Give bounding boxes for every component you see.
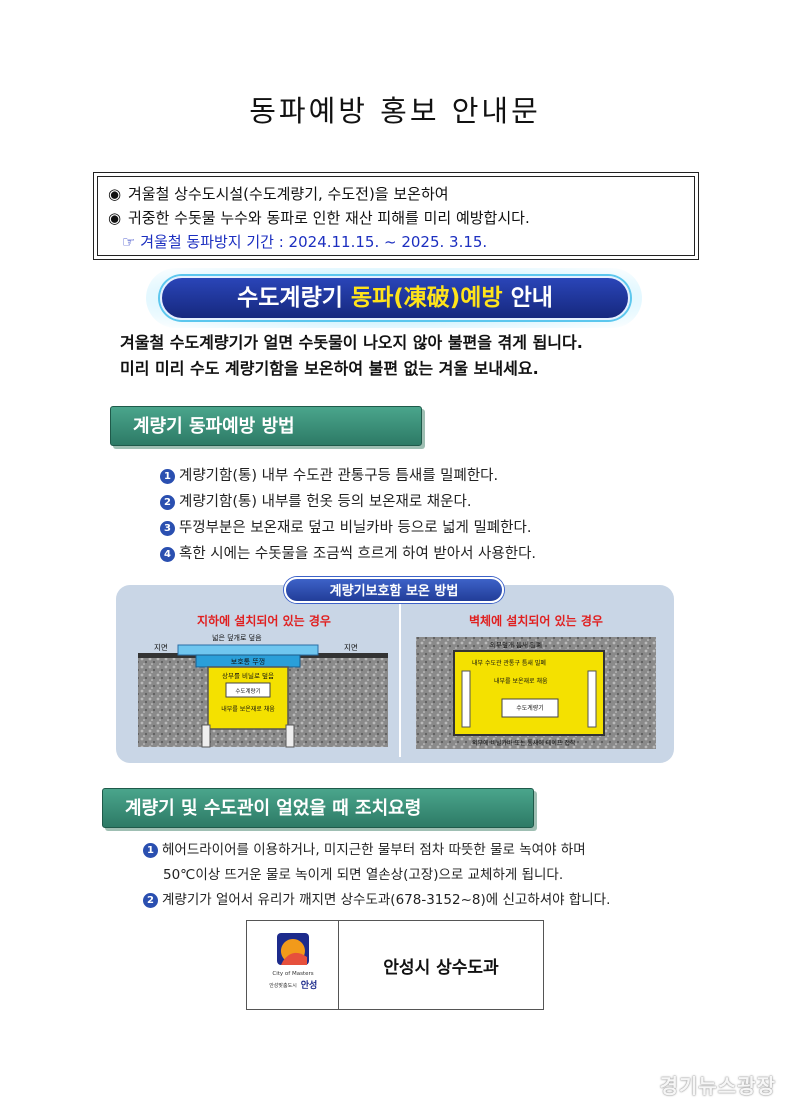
intro-text: 겨울철 수도계량기가 얼면 수돗물이 나오지 않아 불편을 겪게 됩니다. 미리… (120, 330, 583, 382)
city-logo: City of Masters 안성맞춤도시 안성 (247, 921, 339, 1009)
banner-highlight: 동파(凍破)예방 (350, 285, 503, 311)
response-header: 계량기 및 수도관이 얼었을 때 조치요령 (102, 788, 534, 828)
notice-box: ◉ 겨울철 상수도시설(수도계량기, 수도전)을 보온하여 ◉ 귀중한 수돗물 누수… (93, 172, 699, 260)
number-1-icon: 1 (160, 469, 175, 484)
diagram-title: 계량기보호함 보온 방법 (284, 577, 504, 603)
ground-label-right: 지면 (344, 642, 358, 652)
left-label-meter: 수도계량기 (235, 687, 260, 695)
right-label-fill: 내부를 보온재로 채움 (494, 677, 548, 685)
diagram-panel: 지하에 설치되어 있는 경우 지면 지면 넓은 덮개로 덮음 보호통 뚜껑 상부… (116, 585, 674, 763)
left-label-top: 넓은 덮개로 덮음 (212, 633, 262, 642)
left-label-vinyl: 상부를 비닐로 덮음 (222, 671, 274, 680)
banner-text: 안내 (502, 285, 553, 311)
notice-line: ◉ 겨울철 상수도시설(수도계량기, 수도전)을 보온하여 (108, 182, 686, 206)
department-name: 안성시 상수도과 (383, 957, 499, 978)
watermark: 경기뉴스광장 (659, 1074, 776, 1098)
left-caption: 지하에 설치되어 있는 경우 (197, 613, 331, 628)
number-2-icon: 2 (143, 893, 158, 908)
footer-box: City of Masters 안성맞춤도시 안성 안성시 상수도과 (246, 920, 544, 1010)
right-label-top: 외부덮개 틈새 밀폐 (490, 640, 542, 649)
bullet-icon: ◉ (108, 209, 122, 227)
number-3-icon: 3 (160, 521, 175, 536)
intro-line: 미리 미리 수도 계량기함을 보온하여 불편 없는 겨울 보내세요. (120, 359, 539, 378)
meter-box-left (207, 666, 289, 730)
banner-text: 수도계량기 (237, 285, 351, 311)
number-2-icon: 2 (160, 495, 175, 510)
notice-text: 겨울철 상수도시설(수도계량기, 수도전)을 보온하여 (128, 185, 449, 203)
number-1-icon: 1 (143, 843, 158, 858)
bullet-icon: ◉ (108, 185, 122, 203)
ground-label-left: 지면 (154, 642, 168, 652)
left-label-lid: 보호통 뚜껑 (231, 658, 265, 666)
left-label-fill: 내부를 보온재로 채움 (221, 705, 275, 713)
anseong-logo-icon: City of Masters 안성맞춤도시 안성 (269, 933, 318, 991)
notice-text: 귀중한 수돗물 누수와 동파로 인한 재산 피해를 미리 예방합시다. (128, 209, 530, 227)
svg-text:안성맞춤도시: 안성맞춤도시 (269, 982, 297, 989)
period-text: 겨울철 동파방지 기간 : 2024.11.15. ~ 2025. 3.15. (140, 233, 488, 251)
notice-period: ☞ 겨울철 동파방지 기간 : 2024.11.15. ~ 2025. 3.15… (108, 230, 686, 254)
diagram-illustration: 지하에 설치되어 있는 경우 지면 지면 넓은 덮개로 덮음 보호통 뚜껑 상부… (138, 597, 656, 757)
number-4-icon: 4 (160, 547, 175, 562)
svg-text:City of Masters: City of Masters (272, 971, 313, 977)
intro-line: 겨울철 수도계량기가 얼면 수돗물이 나오지 않아 불편을 겪게 됩니다. (120, 333, 583, 352)
main-banner: 수도계량기 동파(凍破)예방 안내 (160, 276, 630, 320)
right-caption: 벽체에 설치되어 있는 경우 (469, 613, 603, 628)
notice-line: ◉ 귀중한 수돗물 누수와 동파로 인한 재산 피해를 미리 예방합시다. (108, 206, 686, 230)
cover-sheet (177, 644, 319, 656)
page-title: 동파예방 홍보 안내문 (249, 94, 541, 128)
right-label-pipe: 내부 수도관 관통구 틈새 밀폐 (472, 659, 546, 667)
meter-box-right (453, 650, 605, 736)
insulation-diagram: 계량기보호함 보온 방법 지하에 설치되어 있는 경우 지면 지면 넓은 덮개로… (116, 577, 674, 763)
right-label-meter: 수도계량기 (516, 704, 544, 712)
list-item-continued: 50℃이상 뜨거운 물로 녹이게 되면 열손상(고장)으로 교체하게 됩니다. (163, 867, 564, 883)
right-label-bottom: 외부에 비닐카바 또는 틈새에 테이프 접착 (472, 739, 576, 747)
svg-text:안성: 안성 (301, 979, 318, 991)
pointing-hand-icon: ☞ (122, 233, 136, 251)
prevention-header: 계량기 동파예방 방법 (110, 406, 422, 446)
